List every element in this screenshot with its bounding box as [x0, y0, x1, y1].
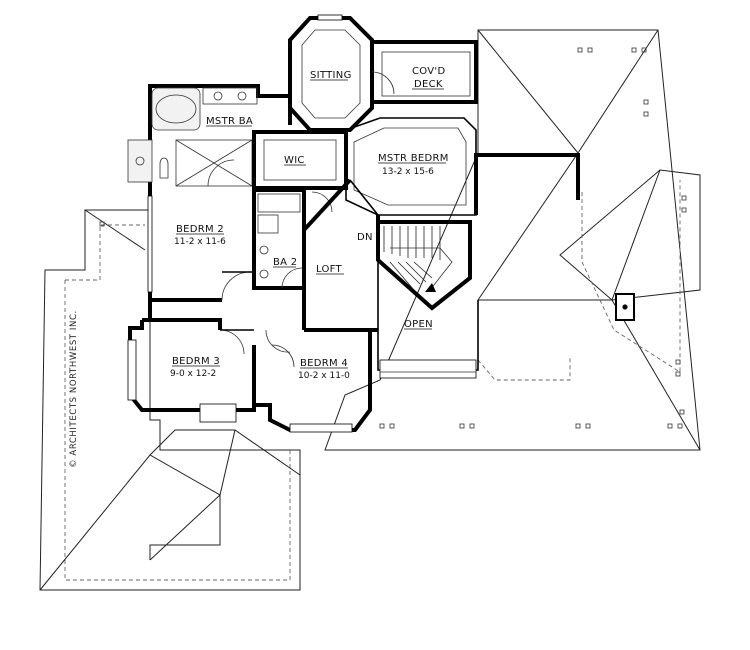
room-labels: SITTING COV'D DECK MSTR BA WIC MSTR BEDR… — [170, 66, 449, 381]
bath-2 — [252, 188, 306, 290]
bedroom-window-frames — [147, 195, 153, 293]
dim-bedroom-4: 10-2 x 11-0 — [298, 371, 350, 381]
copyright-text: © ARCHITECTS NORTHWEST INC. — [69, 310, 79, 468]
loft-walls — [265, 178, 380, 353]
roof-outline — [39, 29, 701, 591]
dim-bedroom-3: 9-0 x 12-2 — [170, 369, 216, 379]
open-to-below — [377, 260, 479, 379]
master-bedroom — [311, 117, 580, 216]
label-master-bedroom: MSTR BEDRM — [378, 153, 449, 164]
master-bath — [127, 84, 292, 190]
label-wic: WIC — [284, 155, 305, 166]
stair — [376, 220, 472, 311]
label-sitting: SITTING — [310, 70, 352, 81]
sitting-area — [288, 14, 374, 132]
label-bedroom-2: BEDRM 2 — [176, 224, 224, 235]
label-bath-2: BA 2 — [273, 257, 297, 268]
covered-deck — [370, 40, 478, 104]
bedroom-4 — [252, 328, 378, 433]
label-underlines — [172, 79, 446, 369]
dim-master-bedroom: 13-2 x 15-6 — [382, 167, 434, 177]
bedroom-2 — [148, 188, 256, 320]
label-open: OPEN — [404, 319, 433, 330]
bedroom-3 — [127, 318, 256, 423]
label-bedroom-4: BEDRM 4 — [300, 358, 348, 369]
label-loft: LOFT — [316, 264, 343, 275]
dim-bedroom-2: 11-2 x 11-6 — [174, 237, 226, 247]
roof-vents — [99, 47, 687, 429]
label-master-bath: MSTR BA — [206, 116, 253, 127]
label-bedroom-3: BEDRM 3 — [172, 356, 220, 367]
label-down: DN — [357, 232, 373, 243]
label-covd-deck-line2: DECK — [414, 79, 443, 90]
label-covd-deck-line1: COV'D — [412, 66, 445, 77]
